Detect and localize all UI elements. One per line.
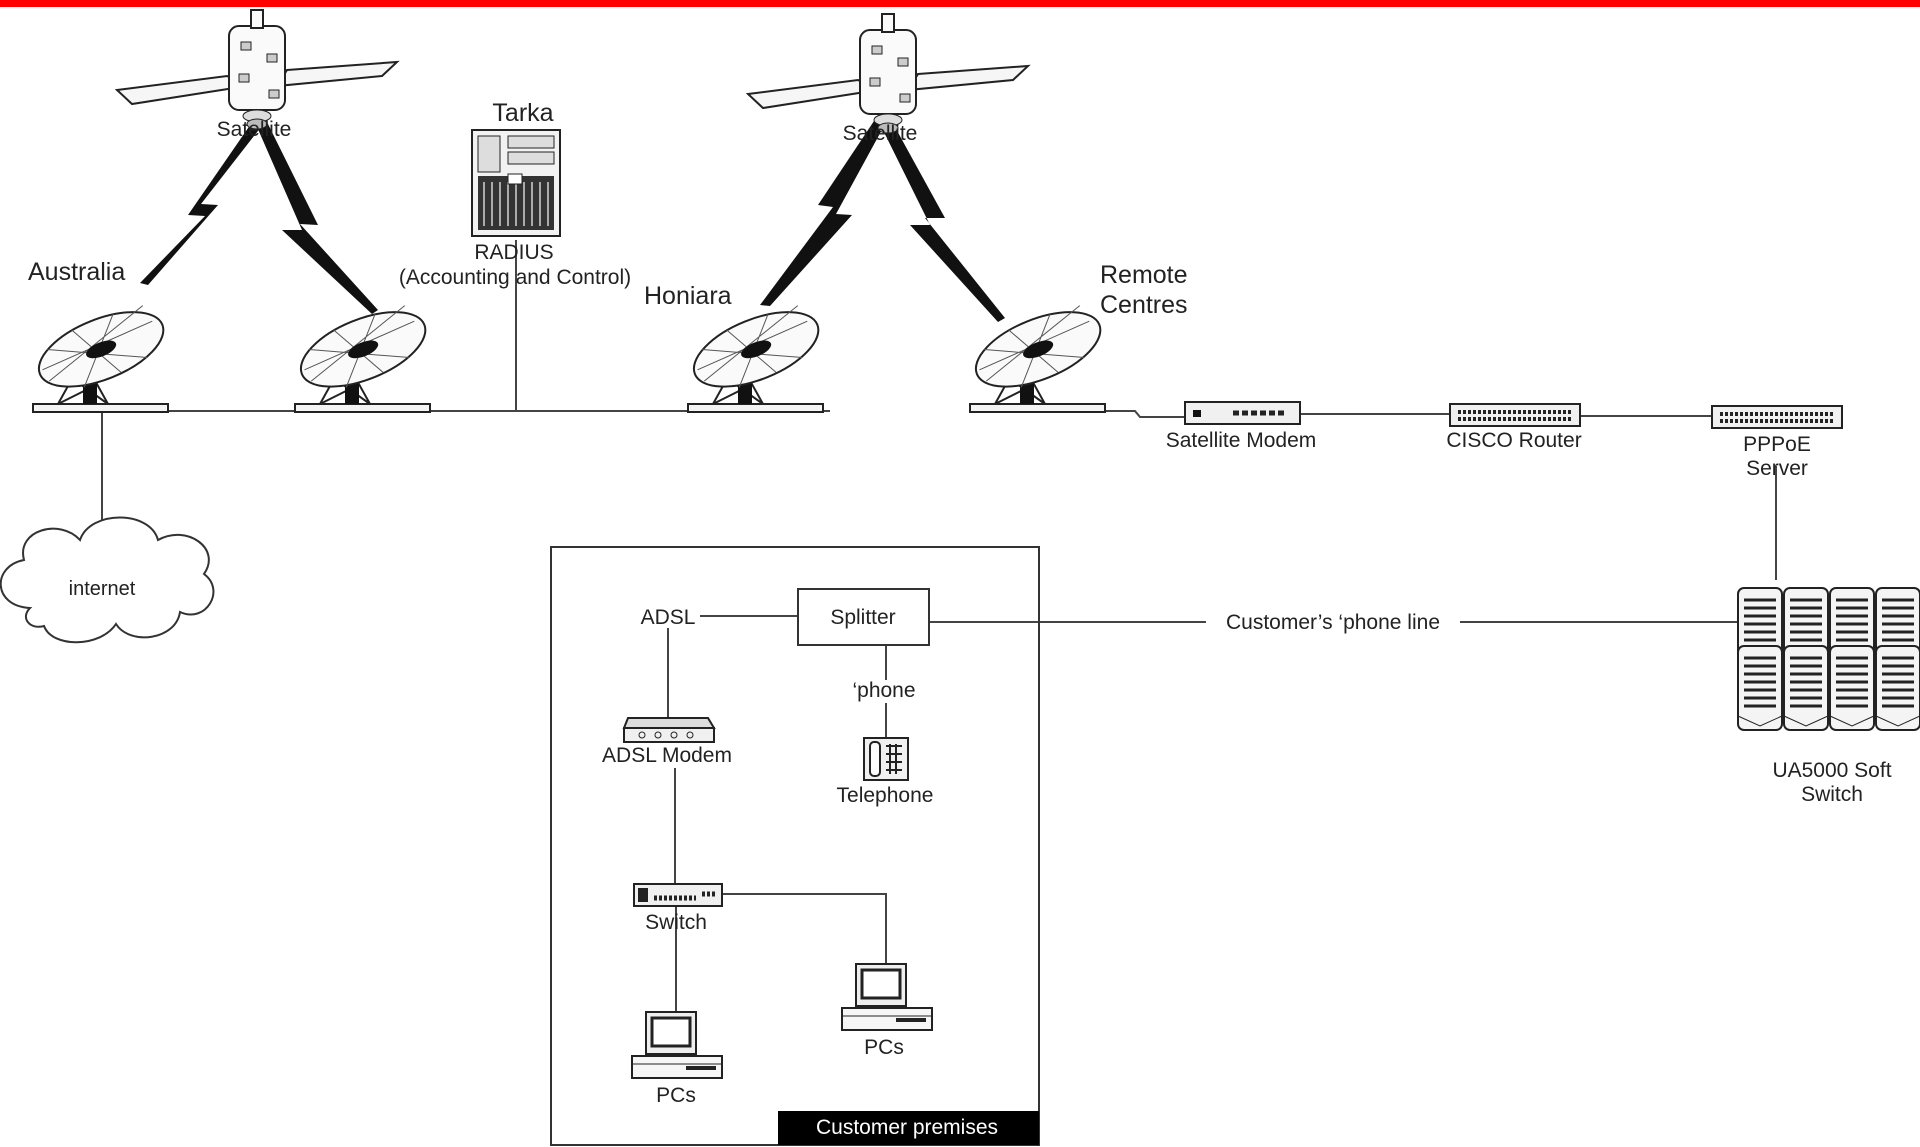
- router-icon: [1711, 405, 1843, 429]
- router-icon: [1449, 403, 1581, 427]
- australia-label: Australia: [28, 258, 125, 286]
- satellite-dish-icon: [289, 295, 437, 413]
- remote-centres-label-line2: Centres: [1100, 291, 1188, 319]
- customer-premises-box: [550, 546, 1040, 1146]
- pppoe-label: PPPoE: [1743, 433, 1811, 456]
- cloud-icon: [0, 516, 215, 644]
- radius-server-icon: [471, 129, 561, 237]
- honiara-label: Honiara: [644, 282, 732, 310]
- satellite-icon: [116, 9, 398, 130]
- splitter-label: Splitter: [830, 606, 895, 629]
- soft-switch-rack-icon: [1736, 586, 1920, 732]
- customer-phone-line-label: Customer’s ‘phone line: [1226, 611, 1440, 634]
- tarka-label: Tarka: [492, 99, 553, 127]
- internet-label: internet: [69, 578, 136, 600]
- satellite-links: [140, 115, 1005, 322]
- satellite-dish-icon: [964, 295, 1112, 413]
- switch-to-pc-right: [722, 893, 887, 964]
- phone-label: ‘phone: [852, 679, 915, 702]
- lightning-bolt: [878, 118, 1005, 322]
- telephone-label: Telephone: [837, 784, 934, 807]
- pppoe-label-line2: Server: [1746, 457, 1808, 480]
- telephone-icon: [863, 737, 909, 781]
- customer-premises-tag: [778, 1111, 1039, 1145]
- lightning-bolt: [760, 115, 890, 306]
- switch-icon: [633, 883, 723, 907]
- modem-icon: [1184, 401, 1301, 425]
- satellite-dish-icon: [682, 295, 830, 413]
- lightning-bolt: [254, 118, 378, 314]
- splitter-box: [797, 588, 930, 646]
- adsl-modem-label: ADSL Modem: [602, 744, 732, 767]
- satellite-right-label: Satellite: [843, 122, 918, 145]
- radius-label: RADIUS: [474, 241, 553, 264]
- cisco-router-label: CISCO Router: [1446, 429, 1581, 452]
- pc-icon: [840, 962, 934, 1032]
- satellite-modem-label: Satellite Modem: [1166, 429, 1317, 452]
- top-bar: [0, 0, 1920, 7]
- satellite-dish-icon: [27, 295, 175, 413]
- radius-sub-label: (Accounting and Control): [399, 266, 631, 289]
- pcs-left-label: PCs: [656, 1084, 696, 1107]
- customer-premises-label: Customer premises: [816, 1116, 998, 1139]
- lightning-bolt: [140, 118, 268, 285]
- ua5000-label: UA5000 Soft: [1772, 759, 1891, 782]
- adsl-label: ADSL: [641, 606, 696, 629]
- switch-label: Switch: [645, 911, 707, 934]
- satellite-left-label: Satellite: [217, 118, 292, 141]
- satellite-icon: [747, 13, 1029, 134]
- pcs-right-label: PCs: [864, 1036, 904, 1059]
- ua5000-label-line2: Switch: [1801, 783, 1863, 806]
- modem-icon: [622, 717, 716, 743]
- remote-centres-label: Remote: [1100, 261, 1188, 289]
- pc-icon: [630, 1010, 724, 1080]
